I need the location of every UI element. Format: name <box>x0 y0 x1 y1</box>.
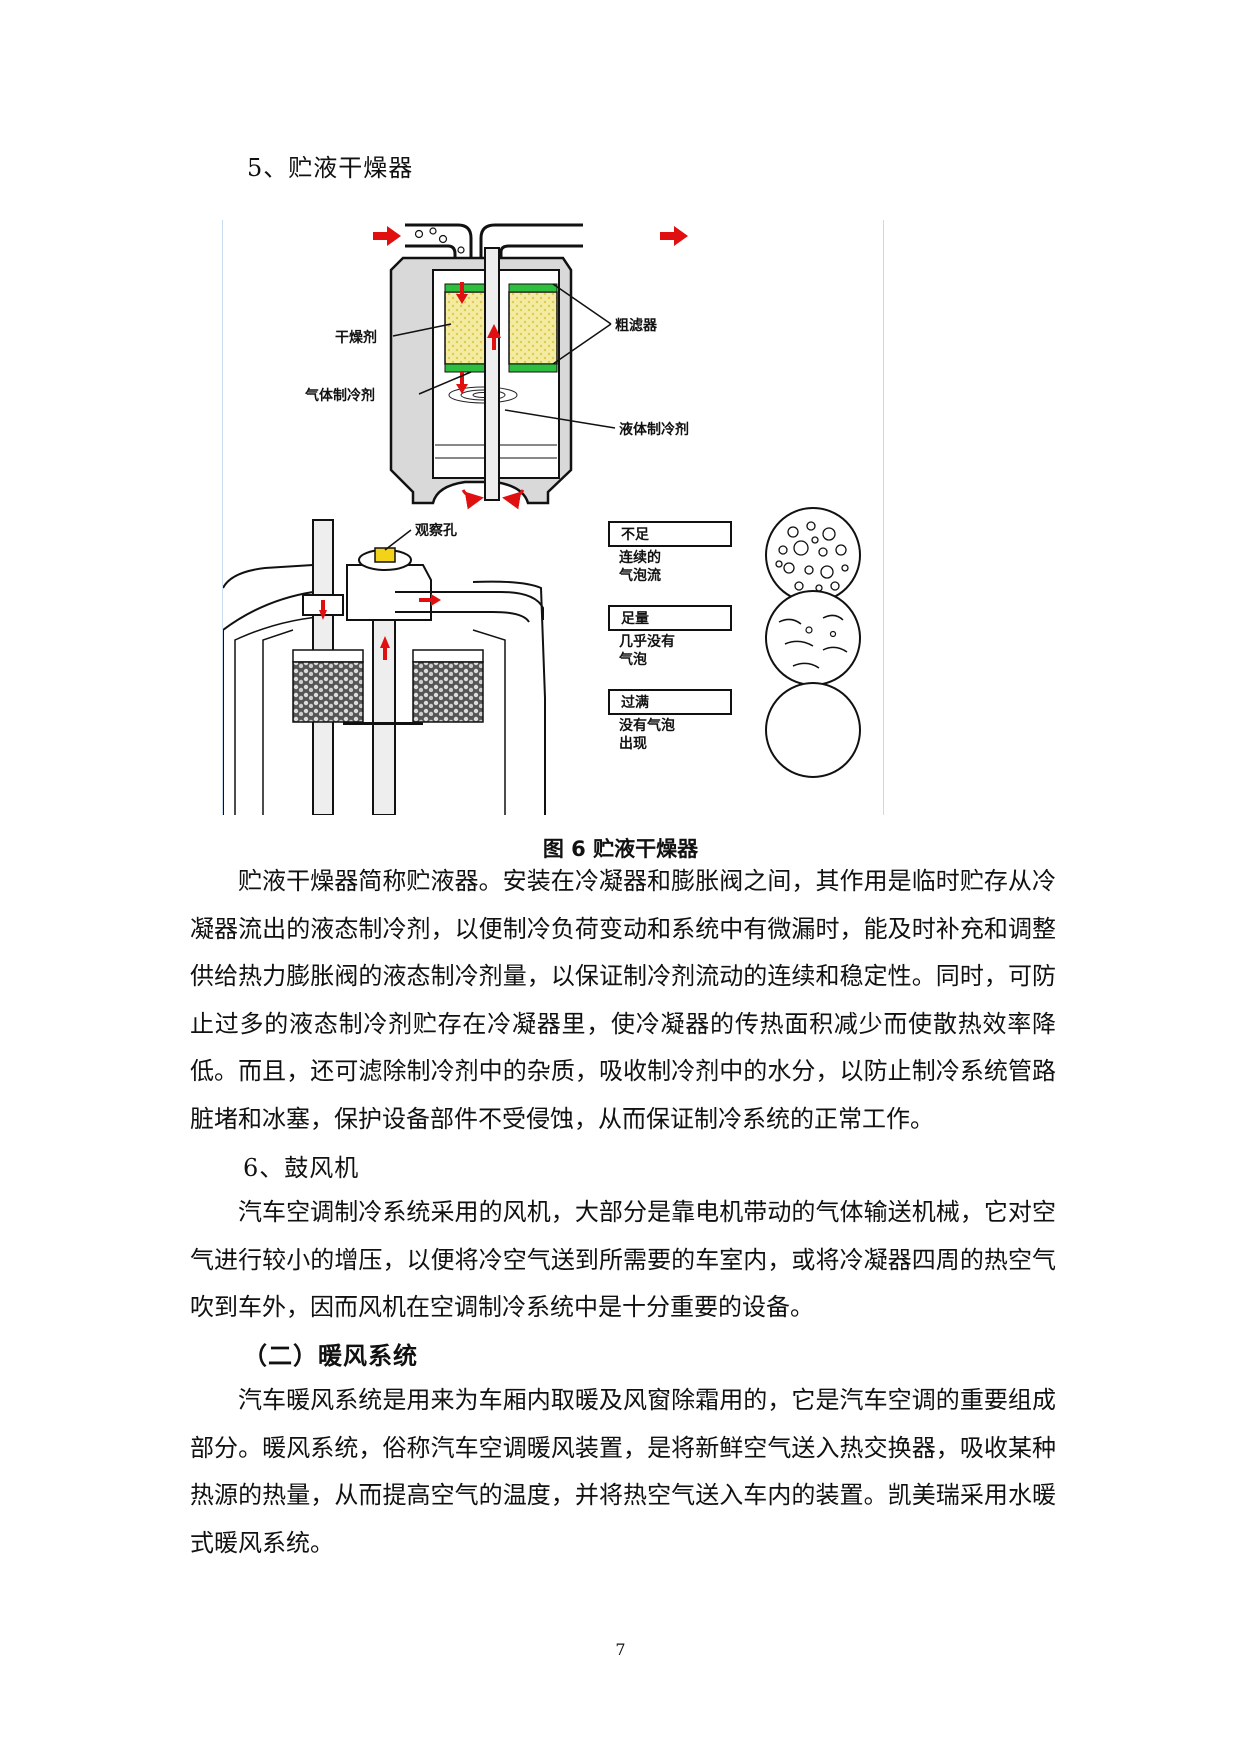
bottom-flow-arrows <box>461 489 525 510</box>
filter-top-right <box>508 283 558 293</box>
section-heating-heading: （二）暖风系统 <box>243 1342 418 1370</box>
section-5-heading: 5、贮液干燥器 <box>247 154 414 182</box>
inlet-arrow <box>373 226 401 246</box>
figure-caption: 图 6 贮液干燥器 <box>542 837 699 861</box>
outlet-arrow <box>660 226 688 246</box>
swirl <box>448 386 518 404</box>
page-number: 7 <box>615 1640 626 1659</box>
bubble-glass-few <box>765 590 861 686</box>
inlet-pipe <box>405 223 473 300</box>
sight-glass-cutaway <box>223 519 546 815</box>
paragraph-heating-system: 汽车暖风系统是用来为车厢内取暖及风窗除霜用的，它是汽车空调的重要组成部分。暖风系… <box>190 1386 1056 1557</box>
central-tube <box>484 247 500 501</box>
bubble-glass-none <box>765 682 861 778</box>
outlet-pipe <box>479 223 583 300</box>
state-desc-line2: 气泡 <box>618 651 647 668</box>
receiver-drier-diagram: 干燥剂 粗滤器 气体制冷剂 液体制冷剂 <box>223 223 861 815</box>
label-sight-glass: 观察孔 <box>415 522 457 539</box>
leader-lines <box>392 283 616 429</box>
label-liquid-refrigerant: 液体制冷剂 <box>619 421 689 438</box>
paragraph-receiver-drier: 贮液干燥器简称贮液器。安装在冷凝器和膨胀阀之间，其作用是临时贮存从冷凝器流出的液… <box>190 867 1056 1133</box>
desiccant-right <box>508 291 558 365</box>
state-sufficient: 足量 几乎没有 气泡 <box>608 605 732 668</box>
bubble-glass-many <box>765 507 861 603</box>
section-6-heading: 6、鼓风机 <box>243 1154 360 1182</box>
paragraph-blower: 汽车空调制冷系统采用的风机，大部分是靠电机带动的气体输送机械，它对空气进行较小的… <box>190 1198 1056 1321</box>
state-desc-line1: 没有气泡 <box>619 717 675 734</box>
state-insufficient: 不足 连续的 气泡流 <box>608 521 732 584</box>
label-gas-refrigerant: 气体制冷剂 <box>304 387 375 404</box>
label-desiccant: 干燥剂 <box>335 329 377 346</box>
state-overfull: 过满 没有气泡 出现 <box>608 689 732 752</box>
flow-arrows <box>456 282 501 394</box>
receiver-drier-figure: 干燥剂 粗滤器 气体制冷剂 液体制冷剂 <box>222 220 884 815</box>
state-desc-line2: 出现 <box>619 735 647 752</box>
state-desc-line1: 连续的 <box>619 549 661 566</box>
state-box-label: 过满 <box>621 694 649 711</box>
filter-bottom-right <box>508 363 558 373</box>
state-box-label: 不足 <box>621 527 650 543</box>
label-coarse-filter: 粗滤器 <box>615 317 658 334</box>
state-desc-line1: 几乎没有 <box>619 633 675 650</box>
sight-glass-window <box>374 547 396 563</box>
state-box-label: 足量 <box>621 611 649 627</box>
state-desc-line2: 气泡流 <box>618 567 661 584</box>
